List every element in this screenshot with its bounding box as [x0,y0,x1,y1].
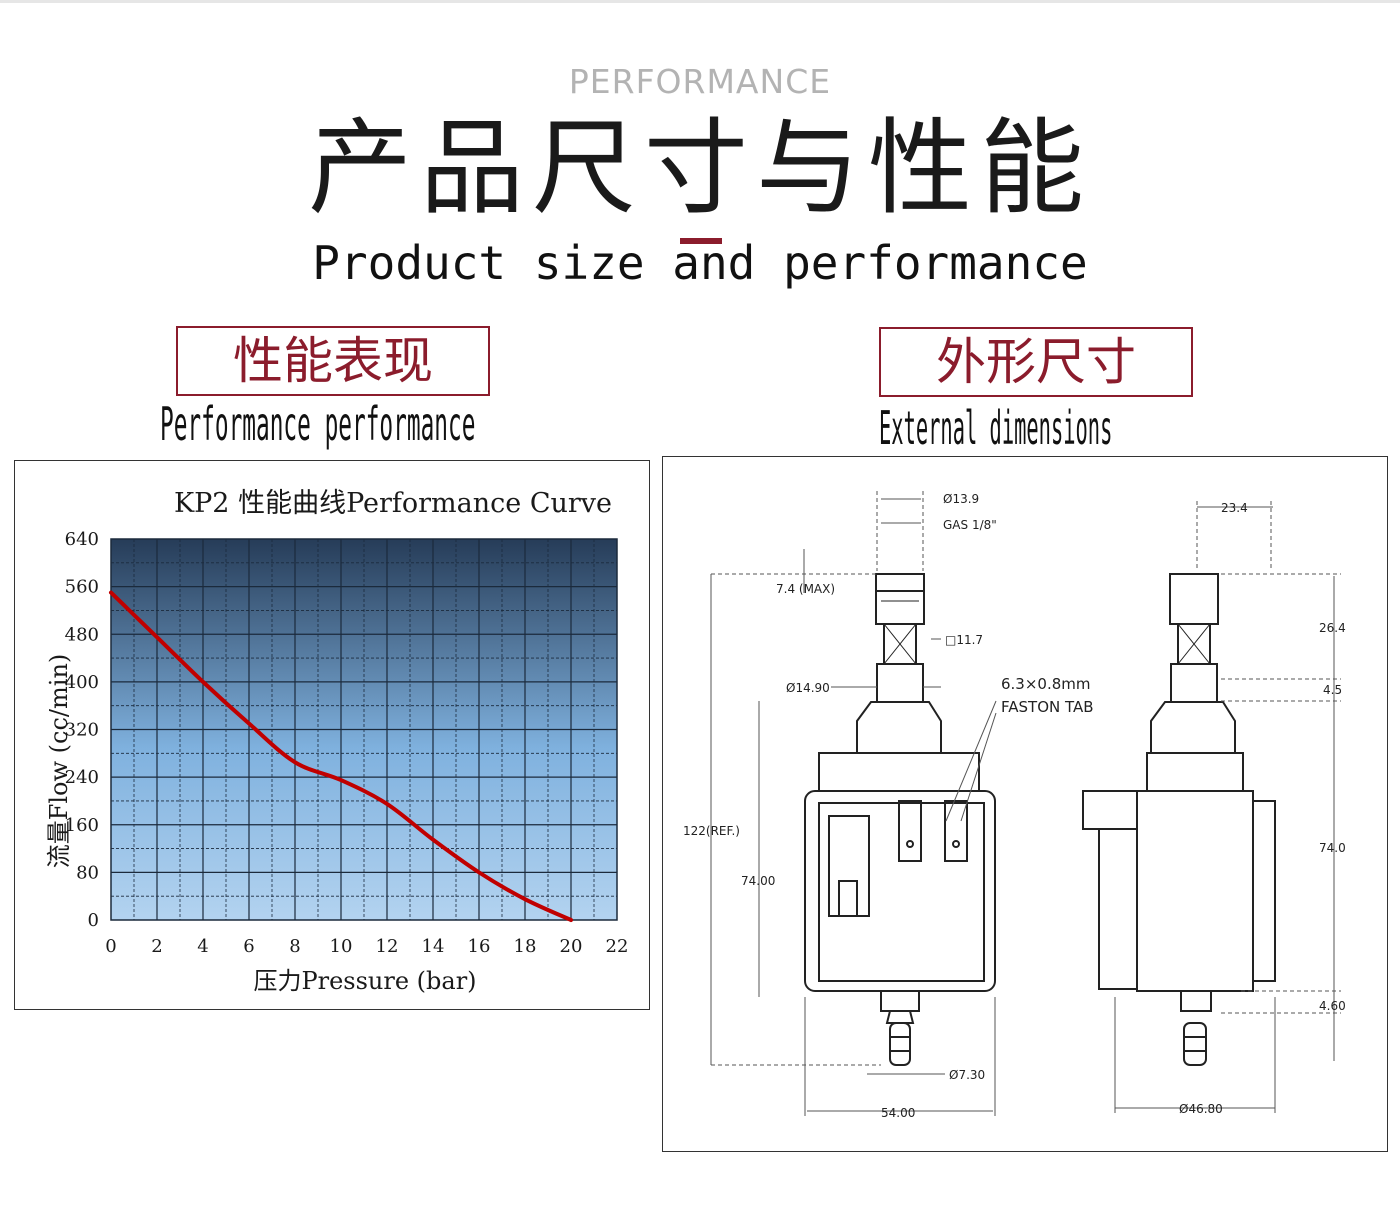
dimension-lines [710,491,1341,1116]
pump-side-view [1082,573,1276,1066]
dim-label-d7-30: Ø7.30 [949,1068,985,1082]
dim-label-h74-0: 74.0 [1319,841,1346,855]
dim-label-w23-4: 23.4 [1221,501,1248,515]
x-tick-label: 16 [468,936,491,957]
y-tick-label: 400 [65,672,99,693]
dim-label-h74-00: 74.00 [741,874,775,888]
y-tick-label: 240 [65,767,99,788]
title-accent-bar [680,238,722,244]
x-tick-label: 22 [606,936,629,957]
dimensions-drawing-panel: Ø13.9 GAS 1/8" 7.4 (MAX) □11.7 Ø14.90 6.… [662,456,1388,1152]
section-performance-label: 性能表现 [176,326,490,396]
y-axis-ticks: 0 80 160 240 320 400 480 560 640 [65,529,99,931]
dim-label-ref122: 122(REF.) [683,824,740,838]
dim-label-max: 7.4 (MAX) [776,582,835,596]
y-tick-label: 480 [65,624,99,645]
y-tick-label: 0 [88,910,99,931]
dim-label-h4-60: 4.60 [1319,999,1346,1013]
dim-label-gas: GAS 1/8" [943,518,997,532]
dim-label-h26-4: 26.4 [1319,621,1346,635]
dim-label-d11-7: □11.7 [945,633,983,647]
section-dimensions-subtitle: External dimensions [879,402,1113,456]
dimensions-drawing: Ø13.9 GAS 1/8" 7.4 (MAX) □11.7 Ø14.90 6.… [683,491,1346,1120]
x-tick-label: 8 [289,936,300,957]
section-performance-subtitle: Performance performance [160,398,476,452]
dim-label-faston: FASTON TAB [1001,698,1094,716]
page-title-en: Product size and performance [312,236,1088,290]
x-tick-label: 20 [560,936,583,957]
x-tick-label: 4 [197,936,208,957]
dim-label-d14-90: Ø14.90 [786,681,830,695]
top-divider [0,0,1400,3]
dimension-labels: Ø13.9 GAS 1/8" 7.4 (MAX) □11.7 Ø14.90 6.… [683,492,1346,1120]
pump-front-view [804,573,996,1066]
x-tick-label: 18 [514,936,537,957]
x-tick-label: 12 [376,936,399,957]
dim-label-d13-9: Ø13.9 [943,492,979,506]
performance-chart: KP2 性能曲线Performance Curve 08016024032040… [45,488,628,995]
y-tick-label: 320 [65,720,99,741]
y-axis-label: 流量Flow (cc/min) [45,654,73,869]
plot-grid [111,539,617,920]
y-tick-label: 80 [76,862,99,883]
x-tick-label: 10 [330,936,353,957]
x-tick-label: 14 [422,936,445,957]
y-tick-label: 160 [65,815,99,836]
page-title-cn: 产品尺寸与性能 [307,107,1092,229]
dim-label-d46-80: Ø46.80 [1179,1102,1223,1116]
dim-label-h4-5: 4.5 [1323,683,1342,697]
y-tick-label: 640 [65,529,99,550]
x-tick-label: 0 [105,936,116,957]
section-dimensions-label: 外形尺寸 [879,327,1193,397]
x-tick-label: 6 [243,936,254,957]
y-tick-label: 560 [65,577,99,598]
x-axis-ticks: 0 2 4 6 8 10 12 14 16 18 20 22 [105,936,628,957]
x-axis-label: 压力Pressure (bar) [253,967,476,995]
eyebrow-label: PERFORMANCE [568,62,832,101]
dim-label-w54-00: 54.00 [881,1106,915,1120]
x-tick-label: 2 [151,936,162,957]
flow-curve-line [109,590,573,922]
dim-label-tab-size: 6.3×0.8mm [1001,675,1091,693]
chart-title: KP2 性能曲线Performance Curve [174,488,612,519]
